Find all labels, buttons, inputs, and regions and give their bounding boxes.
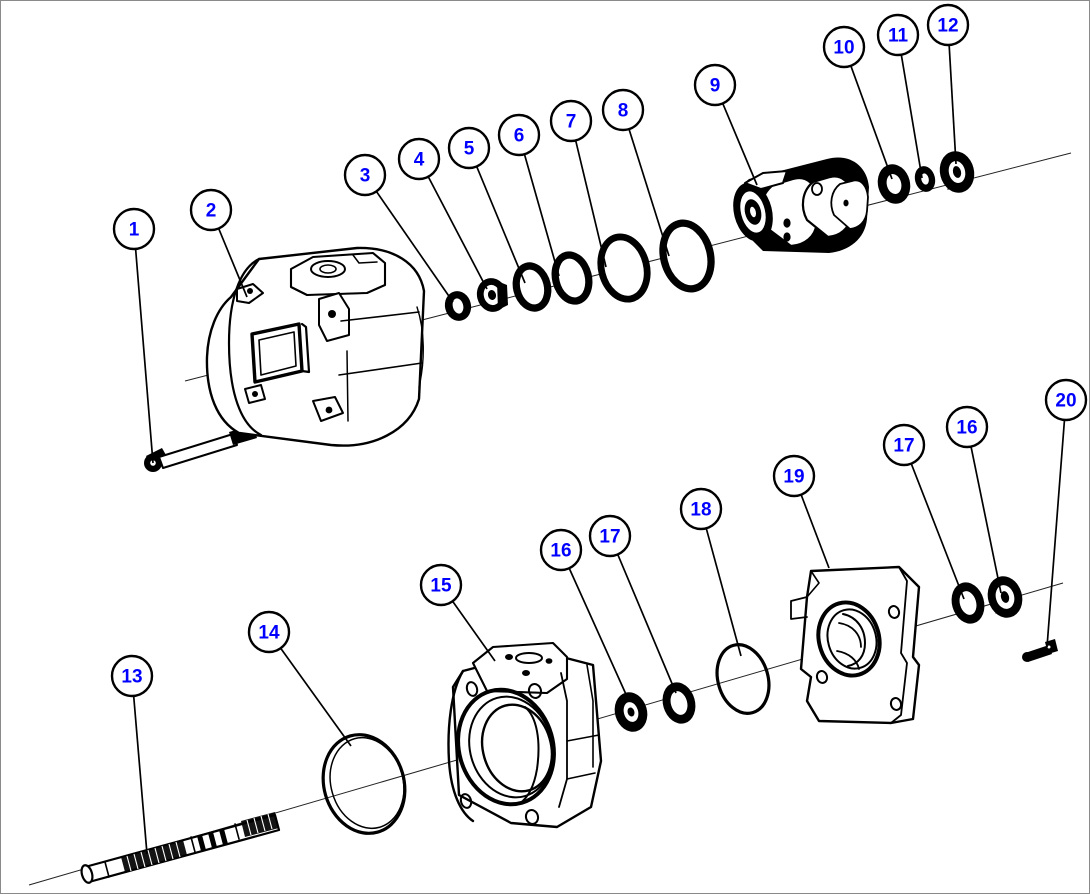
o-ring-part-8 <box>659 219 715 293</box>
leader-line-15 <box>451 600 496 662</box>
leader-line-9 <box>721 103 758 186</box>
back-up-ring-part-17-right <box>951 582 985 624</box>
o-ring-part-18 <box>715 643 771 715</box>
leader-line-18 <box>705 528 742 657</box>
callout-balloon-6[interactable]: 6 <box>497 113 541 157</box>
balloon-circle-10[interactable] <box>822 25 866 69</box>
callout-balloon-9[interactable]: 9 <box>693 63 737 107</box>
leader-line-6 <box>523 154 560 277</box>
seal-part-16-right <box>987 576 1023 618</box>
callout-balloon-17[interactable]: 17 <box>588 514 632 558</box>
drive-shaft-part-13 <box>80 812 281 884</box>
callout-balloon-14[interactable]: 14 <box>247 610 291 654</box>
callout-balloon-16[interactable]: 16 <box>539 528 583 572</box>
leader-line-22 <box>1046 419 1066 648</box>
upper-assembly <box>144 151 1072 472</box>
cartridge-assembly-part-9 <box>733 157 869 253</box>
leader-line-16 <box>568 567 630 702</box>
balloon-circle-14[interactable] <box>247 610 291 654</box>
balloon-circle-20[interactable] <box>882 423 926 467</box>
balloon-circle-21[interactable] <box>945 405 989 449</box>
mounting-housing-part-15 <box>447 641 603 829</box>
balloon-circle-4[interactable] <box>397 137 441 181</box>
callout-balloon-15[interactable]: 15 <box>419 563 463 607</box>
balloon-circle-7[interactable] <box>549 99 593 143</box>
back-up-ring-part-17-left <box>662 682 696 724</box>
callout-balloon-20[interactable]: 17 <box>882 423 926 467</box>
leader-line-21 <box>970 446 1002 594</box>
seal-part-16-left <box>614 692 648 732</box>
balloon-circle-3[interactable] <box>343 153 387 197</box>
retaining-nut-part-12 <box>939 151 975 193</box>
washer-part-11 <box>914 166 936 192</box>
balloon-circle-11[interactable] <box>876 13 920 57</box>
leader-line-12 <box>948 44 957 165</box>
pump-housing-part-2 <box>205 246 426 447</box>
callout-balloon-2[interactable]: 2 <box>189 188 233 232</box>
balloon-circle-9[interactable] <box>693 63 737 107</box>
leader-line-5 <box>475 166 526 284</box>
callout-balloon-11[interactable]: 11 <box>876 13 920 57</box>
leader-line-3 <box>375 190 454 303</box>
balloon-circle-6[interactable] <box>497 113 541 157</box>
balloon-circle-15[interactable] <box>419 563 463 607</box>
balloon-circle-17[interactable] <box>588 514 632 558</box>
o-ring-part-7 <box>597 233 651 303</box>
o-ring-part-14 <box>321 733 407 835</box>
end-cover-part-19 <box>790 565 921 725</box>
callout-balloon-12[interactable]: 12 <box>926 3 970 47</box>
callout-balloon-1[interactable]: 1 <box>112 207 156 251</box>
callout-balloon-21[interactable]: 16 <box>945 405 989 449</box>
callout-balloon-7[interactable]: 7 <box>549 99 593 143</box>
leader-line-2 <box>217 228 248 298</box>
callout-balloon-13[interactable]: 13 <box>110 654 154 698</box>
balloon-circle-5[interactable] <box>447 126 491 170</box>
balloon-circle-12[interactable] <box>926 3 970 47</box>
leader-line-11 <box>900 54 923 179</box>
o-ring-part-6 <box>551 251 593 305</box>
leader-line-4 <box>427 176 488 290</box>
balloon-circle-18[interactable] <box>679 487 723 531</box>
balloon-circle-22[interactable] <box>1044 378 1088 422</box>
cap-screw-part-20 <box>1022 639 1058 662</box>
callout-balloon-22[interactable]: 20 <box>1044 378 1088 422</box>
callout-balloon-10[interactable]: 10 <box>822 25 866 69</box>
balloon-circle-19[interactable] <box>772 454 816 498</box>
callout-balloon-19[interactable]: 19 <box>772 454 816 498</box>
callout-balloon-5[interactable]: 5 <box>447 126 491 170</box>
callout-balloon-4[interactable]: 4 <box>397 137 441 181</box>
back-up-ring-part-4 <box>476 278 508 312</box>
o-ring-part-5 <box>512 262 552 312</box>
callout-balloon-3[interactable]: 3 <box>343 153 387 197</box>
leader-line-14 <box>279 647 352 747</box>
leader-line-10 <box>850 65 893 180</box>
callout-balloon-8[interactable]: 8 <box>601 88 645 132</box>
leader-line-7 <box>574 140 607 268</box>
leader-line-8 <box>628 128 670 257</box>
seal-part-10 <box>877 164 911 204</box>
leader-line-20 <box>910 463 965 600</box>
leader-line-19 <box>800 494 830 569</box>
leader-line-1 <box>134 248 154 464</box>
balloon-circle-8[interactable] <box>601 88 645 132</box>
callout-balloon-18[interactable]: 18 <box>679 487 723 531</box>
balloon-circle-13[interactable] <box>110 654 154 698</box>
balloon-circle-2[interactable] <box>189 188 233 232</box>
lower-assembly <box>28 565 1064 886</box>
leader-line-17 <box>616 554 677 694</box>
balloon-circle-16[interactable] <box>539 528 583 572</box>
balloon-circle-1[interactable] <box>112 207 156 251</box>
leader-line-13 <box>132 695 148 855</box>
